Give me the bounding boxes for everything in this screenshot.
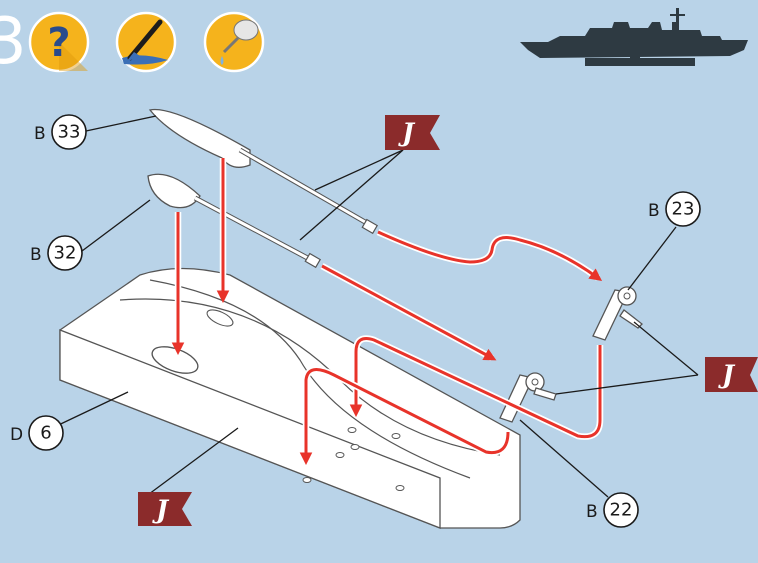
svg-text:B: B bbox=[648, 201, 660, 221]
help-icon: ? bbox=[30, 13, 88, 71]
part-b23-davit bbox=[593, 287, 642, 340]
callout-b32: B 32 bbox=[30, 236, 82, 270]
part-b32-paravane bbox=[148, 174, 320, 267]
callout-b23: B 23 bbox=[648, 192, 700, 226]
flag-marker: J bbox=[138, 492, 192, 526]
callout-d6: D 6 bbox=[10, 416, 63, 450]
callout-b22: B 22 bbox=[586, 493, 638, 527]
svg-text:B: B bbox=[30, 245, 42, 265]
glue-icon bbox=[205, 13, 263, 71]
svg-text:32: 32 bbox=[54, 243, 77, 264]
svg-text:6: 6 bbox=[40, 423, 51, 444]
svg-text:?: ? bbox=[47, 20, 70, 66]
svg-text:23: 23 bbox=[672, 199, 695, 220]
svg-text:22: 22 bbox=[610, 500, 633, 521]
flag-marker: J bbox=[705, 357, 758, 392]
paint-brush-icon bbox=[117, 13, 175, 71]
svg-text:33: 33 bbox=[58, 122, 81, 143]
part-b33-paravane bbox=[150, 110, 377, 234]
flag-marker: J bbox=[385, 115, 440, 150]
base-plate-d6 bbox=[60, 269, 520, 529]
svg-text:B: B bbox=[34, 124, 46, 144]
step-number: 3 bbox=[0, 5, 27, 79]
svg-text:B: B bbox=[586, 502, 598, 522]
callout-b33: B 33 bbox=[34, 115, 86, 149]
svg-text:D: D bbox=[10, 425, 23, 445]
ship-silhouette-icon bbox=[520, 8, 748, 66]
